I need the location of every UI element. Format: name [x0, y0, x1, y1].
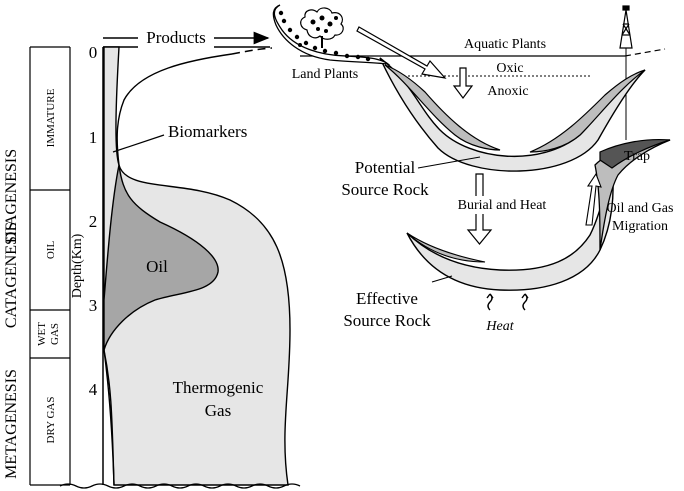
- effective-leader: [431, 275, 453, 283]
- lower-basin-outer: [406, 167, 614, 291]
- stage-catagenesis: CATAGENESIS: [3, 222, 20, 328]
- shoreline-dashed: [624, 48, 666, 57]
- trap-label: Trap: [624, 149, 650, 164]
- depth-tick-3: 3: [89, 296, 98, 315]
- migration-label-1: Oil and Gas: [607, 201, 674, 216]
- source-rock-label-1: Source Rock: [341, 180, 429, 199]
- ground-base: [59, 483, 301, 489]
- depth-tick-4: 4: [89, 380, 98, 399]
- gas-label: Gas: [205, 401, 231, 420]
- upper-basin-lens-right: [529, 69, 646, 153]
- depth-tick-1: 1: [89, 128, 98, 147]
- depth-axis-label: Depth(Km): [70, 233, 85, 298]
- land-plants-label: Land Plants: [292, 67, 359, 82]
- depth-tick-0: 0: [89, 43, 98, 62]
- anoxic-down-arrow: [452, 67, 474, 99]
- zone-oil: OIL: [45, 241, 57, 260]
- burial-label: Burial and Heat: [458, 198, 547, 213]
- biomarkers-label: Biomarkers: [168, 122, 247, 141]
- heat-label: Heat: [485, 319, 514, 334]
- oil-envelope: [103, 164, 219, 351]
- zone-dry-gas: DRY GAS: [45, 397, 57, 444]
- zone-wet-gas-line2: GAS: [49, 323, 61, 345]
- zone-wet-gas-line1: WET: [36, 322, 48, 346]
- migration-arrow: [585, 172, 602, 226]
- stage-columns: [29, 46, 71, 486]
- burial-label-bg: [448, 196, 558, 214]
- oil-label: Oil: [146, 257, 168, 276]
- effective-label: Effective: [356, 289, 418, 308]
- potential-label: Potential: [355, 158, 416, 177]
- anoxic-label: Anoxic: [487, 84, 528, 99]
- thermogenic-label: Thermogenic: [173, 378, 264, 397]
- oxic-label: Oxic: [496, 61, 523, 76]
- aquatic-plants-label: Aquatic Plants: [464, 37, 546, 52]
- land-plant-input-arrow: [356, 26, 447, 79]
- biomarker-curve: [116, 53, 233, 166]
- tree-icon: [300, 7, 344, 48]
- upper-basin-lens-left: [384, 64, 501, 151]
- land-plant-stream: [272, 4, 391, 65]
- stage-metagenesis: METAGENESIS: [3, 369, 20, 479]
- sediment-dots: [278, 10, 371, 62]
- stage-diagenesis: DIAGENESIS: [3, 149, 20, 243]
- zone-immature: IMMATURE: [45, 88, 57, 147]
- oil-derrick-icon: [619, 5, 633, 49]
- source-rock-label-2: Source Rock: [343, 311, 431, 330]
- gas-inner-boundary: [103, 349, 115, 486]
- potential-leader: [417, 156, 481, 169]
- products-label: Products: [146, 28, 206, 47]
- products-label-bg: [138, 28, 214, 48]
- biomarker-dashed: [231, 47, 273, 55]
- biomarkers-leader: [112, 134, 165, 153]
- depth-tick-2: 2: [89, 212, 98, 231]
- lower-basin-lens: [406, 232, 486, 263]
- trap-cap: [599, 138, 671, 169]
- migration-label-2: Migration: [612, 219, 668, 234]
- heat-icon: [486, 293, 529, 311]
